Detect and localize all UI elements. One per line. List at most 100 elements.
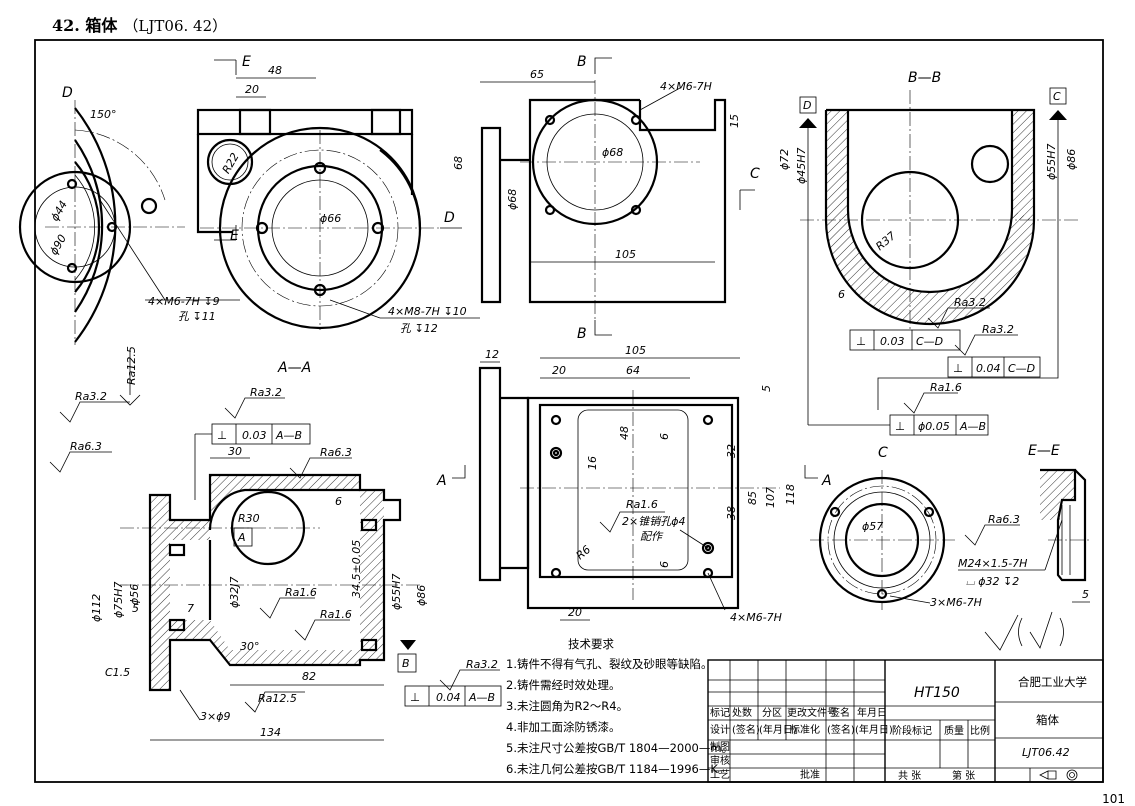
dim-68b: ϕ68 (506, 189, 519, 210)
drawing-annotation: 质量 (944, 725, 964, 737)
view-ee: E—E Ra6.3 M24×1.5-7H ⌴ ϕ32 ↧2 5 (958, 443, 1090, 651)
drawing-annotation: ⊥ (217, 428, 227, 442)
drawing-annotation: 5.未注尺寸公差按GB/T 1804—2000—m。 (506, 741, 733, 755)
dim-86b: ϕ86 (415, 585, 428, 606)
drawing-annotation: 共 张 (898, 770, 921, 782)
dim-90: ϕ90 (47, 232, 69, 257)
dim-30: 30 (228, 445, 242, 458)
dim-pin: 2×锥销孔ϕ4 (622, 515, 685, 528)
dim-15: 15 (728, 114, 741, 128)
drawing-annotation: 制图 (710, 740, 730, 753)
view-label-d: D (62, 85, 73, 101)
dim-134: 134 (260, 726, 281, 739)
dim-20b: 20 (552, 364, 566, 377)
tb-code: LJT06.42 (1022, 746, 1070, 759)
dim-m24: M24×1.5-7H (958, 557, 1027, 570)
ra-r14: Ra6.3 (988, 513, 1020, 526)
dim-m3: 3×M6-7H (930, 596, 982, 609)
drawing-annotation: 0.04 (976, 362, 1001, 375)
ra-r5: Ra6.3 (320, 446, 352, 459)
title-text: 42. 箱体 (52, 16, 118, 35)
dim-6a: 6 (838, 288, 845, 301)
tolerance-t5: ⊥ ϕ0.05 A—B (889, 414, 989, 436)
ra-r7: Ra1.6 (320, 608, 352, 621)
dim-3x9: 3×ϕ9 (200, 710, 230, 723)
box-b: B (402, 657, 410, 670)
dim-6b: 6 (658, 433, 671, 440)
dim-32: 32 (725, 444, 738, 458)
view-label-ee: E—E (1028, 443, 1060, 459)
drawing-annotation: ⊥ (895, 419, 905, 433)
drawing-annotation: 1.铸件不得有气孔、裂纹及砂眼等缺陷。 (506, 657, 712, 671)
dim-118: 118 (784, 484, 797, 505)
dim-5c: 5 (1082, 588, 1089, 601)
drawing-annotation: 阶段标记 (892, 724, 932, 737)
drawing-annotation: 0.03 (242, 429, 267, 442)
drawing-annotation: 0.03 (880, 335, 905, 348)
drawing-annotation: 6.未注几何公差按GB/T 1184—1996—K。 (506, 762, 729, 776)
dim-72: ϕ72 (778, 149, 791, 170)
view-front: E E 48 20 R22 ϕ66 4×M8-7H ↧10 孔 ↧12 (196, 54, 480, 335)
drawing-annotation: A—B (468, 691, 495, 704)
dim-7: 7 (187, 602, 194, 615)
tolerance-t1: ⊥ 0.03 A—B (211, 423, 311, 445)
drawing-annotation: 更改文件号 (787, 706, 837, 719)
drawing-annotation: C—D (916, 335, 943, 348)
dim-44: ϕ44 (48, 198, 70, 223)
dim-5a: 5 (760, 385, 773, 392)
ra-r1: Ra3.2 (75, 390, 107, 403)
drawing-annotation: ⊥ (953, 361, 963, 375)
dim-38: 38 (725, 506, 738, 520)
dim-6c: 6 (658, 561, 671, 568)
view-label-b-bottom: B (577, 326, 587, 342)
drawing-annotation: (年月日) (855, 723, 893, 736)
dim-48b: 48 (618, 426, 631, 440)
tolerance-t3: ⊥ 0.03 C—D (849, 329, 961, 351)
dim-105b: 105 (625, 344, 646, 357)
view-label-a-right: A (821, 473, 832, 489)
view-side: B B 65 ϕ68 4×M6-7H 15 68 ϕ68 105 C D (440, 54, 760, 342)
drawing-annotation: 标记 (710, 707, 730, 719)
drawing-annotation: (签名) (827, 723, 855, 736)
drawing-annotation: 分区 (762, 707, 782, 719)
view-label-c: C (878, 445, 888, 461)
drawing-annotation: 处数 (732, 706, 752, 719)
view-label-aa: A—A (277, 360, 311, 376)
dim-m8: 4×M8-7H ↧10 (388, 305, 467, 318)
dim-20c: 20 (568, 606, 582, 619)
drawing-annotation: (签名) (732, 723, 760, 736)
dim-r6: R6 (574, 543, 594, 562)
ra-r13: Ra1.6 (626, 498, 658, 511)
dim-m6a2: 孔 ↧11 (178, 310, 216, 323)
view-bb: B—B D C R37 6 ϕ72 ϕ45H7 ϕ55H7 ϕ86 ⊥ 0.03… (778, 70, 1080, 436)
view-label-e-top: E (242, 54, 251, 70)
drawing-annotation: ⊥ (410, 690, 420, 704)
dim-85: 85 (746, 491, 759, 505)
dim-m24b: ⌴ ϕ32 ↧2 (966, 575, 1019, 588)
ra-r4: Ra3.2 (250, 386, 282, 399)
dim-55a: ϕ55H7 (1045, 143, 1058, 180)
drawing-annotation: 工艺 (710, 769, 730, 781)
drawing-annotation: 2.铸件需经时效处理。 (506, 678, 620, 692)
dim-5b: 5 (132, 602, 139, 615)
view-aa: A—A Ra12.5 Ra3.2 Ra6.3 Ra3.2 ⊥ 0.03 A—B … (49, 346, 502, 741)
dim-66: ϕ66 (320, 212, 341, 225)
drawing-annotation: (年月日) (759, 723, 797, 736)
box-d: D (803, 99, 811, 112)
dim-112: ϕ112 (90, 594, 103, 622)
box-a: A (237, 531, 246, 544)
page-title: 42. 箱体（LJT06. 42） (52, 12, 227, 36)
dim-75: ϕ75H7 (112, 581, 125, 618)
dim-pin2: 配作 (640, 530, 664, 543)
dim-32h: ϕ32J7 (228, 577, 241, 609)
ra-r9: Ra12.5 (258, 692, 297, 705)
tolerance-t4: ⊥ 0.04 C—D (947, 356, 1041, 378)
ra-r10: Ra3.2 (954, 296, 986, 309)
dim-150: 150° (90, 108, 117, 121)
dim-107: 107 (764, 487, 777, 508)
dim-r30: R30 (238, 512, 260, 525)
drawing-annotation: ⊥ (856, 334, 866, 348)
page-number: 101 (1102, 792, 1125, 806)
drawing-annotation: 审核 (710, 754, 730, 767)
